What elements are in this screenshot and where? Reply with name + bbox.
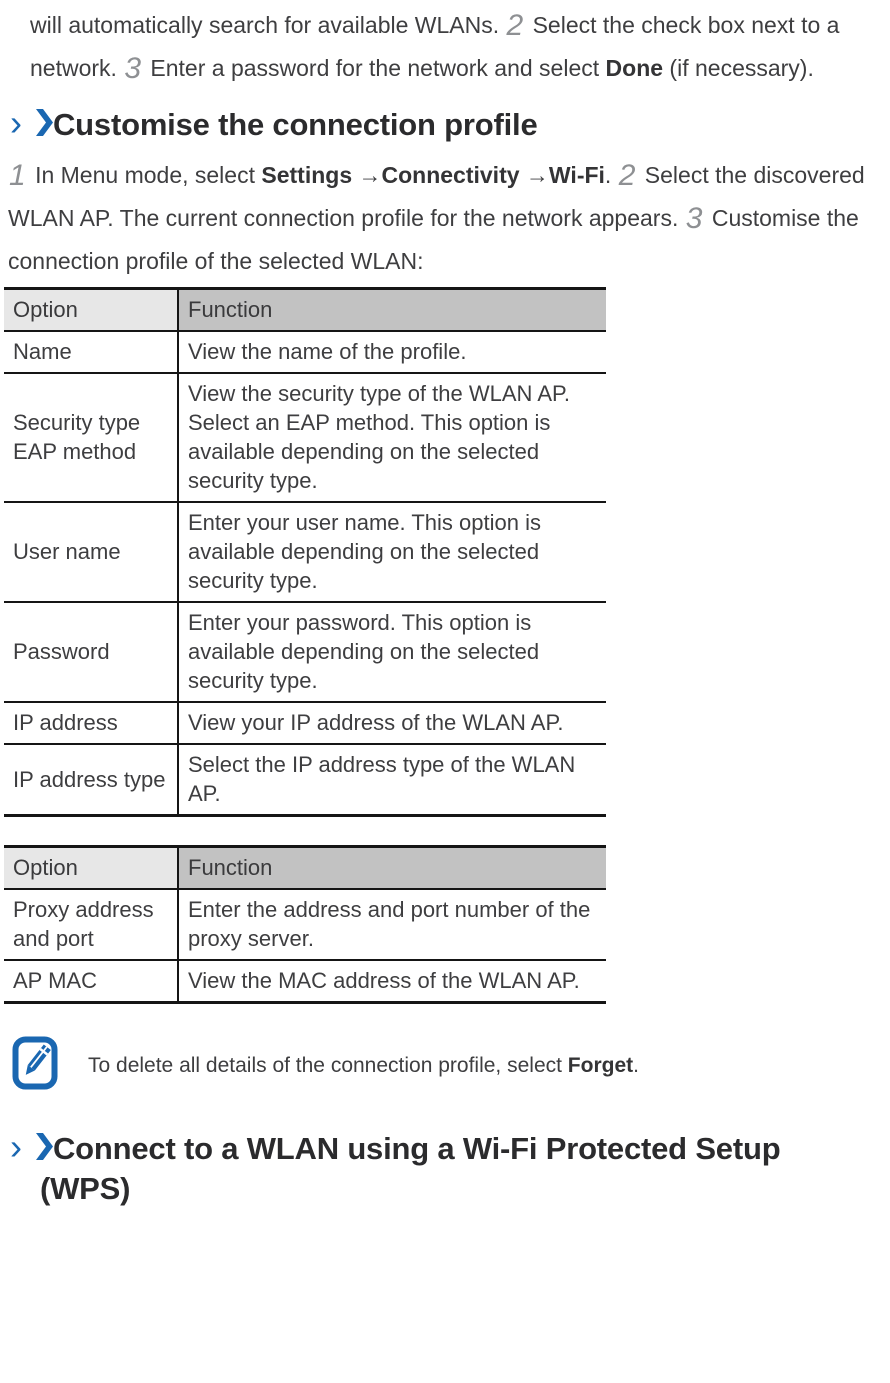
option-cell: IP address: [13, 710, 118, 735]
function-cell: View the MAC address of the WLAN AP.: [177, 960, 606, 1003]
note-text: To delete all details of the connection …: [88, 1054, 639, 1077]
table-row: Password Enter your password. This option…: [4, 602, 606, 702]
pencil-note-icon: [12, 1036, 58, 1090]
column-header: Option: [4, 846, 178, 889]
bold-text: Done: [605, 55, 664, 81]
chevron-solid-icon: [36, 1133, 53, 1165]
table-row: User name Enter your user name. This opti…: [4, 502, 606, 602]
option-cell: Name: [13, 339, 72, 364]
column-header: Function: [177, 846, 606, 889]
function-cell: View the name of the profile.: [177, 331, 606, 373]
paragraph-customise-steps: 1 In Menu mode, select Settings →Connect…: [8, 159, 865, 275]
chevron-solid-icon: [36, 109, 53, 141]
column-header: Function: [177, 288, 606, 331]
table-row: IP address type Select the IP address typ…: [4, 744, 606, 816]
function-cell: View your IP address of the WLAN AP.: [177, 702, 606, 744]
step-number: 2: [506, 9, 524, 42]
step-number: 3: [124, 52, 142, 85]
chevron-outline-icon: ›: [10, 102, 22, 143]
table-row: Proxy address and port Enter the address …: [4, 889, 606, 960]
section-heading-wps-line2: (WPS): [40, 1171, 131, 1206]
table-row: AP MAC View the MAC address of the WLAN A…: [4, 960, 606, 1003]
option-cell: IP address type: [13, 766, 166, 792]
function-cell: Select the IP address type of the WLAN A…: [177, 744, 606, 816]
function-cell: Enter your password. This option is avai…: [177, 602, 606, 702]
bold-text: Forget: [567, 1054, 634, 1077]
function-cell: Enter your user name. This option is ava…: [177, 502, 606, 602]
bold-text: Wi-Fi: [548, 162, 605, 188]
table-row: IP address View your IP address of the WL…: [4, 702, 606, 744]
bold-text: Settings: [261, 162, 353, 188]
table-row: Name View the name of the profile.: [4, 331, 606, 373]
chevron-outline-icon: ›: [10, 1126, 22, 1167]
section-heading-wps: › Connect to a WLAN using a Wi-Fi Protec…: [8, 1126, 890, 1168]
option-cell: Security type EAP method: [13, 410, 141, 464]
function-cell: View the security type of the WLAN AP. S…: [177, 373, 606, 502]
section-heading-text: Customise the connection profile: [53, 107, 538, 142]
option-cell: Password: [13, 639, 110, 664]
option-cell: Proxy address and port: [13, 897, 154, 951]
table-row: Security type EAP method View the securit…: [4, 373, 606, 502]
step-number: 1: [9, 159, 26, 192]
option-cell: AP MAC: [13, 968, 97, 993]
section-heading-customise: › Customise the connection profile: [8, 102, 890, 144]
section-heading-text: Connect to a WLAN using a Wi-Fi Protecte…: [53, 1131, 781, 1166]
step-number: 3: [685, 202, 703, 235]
function-cell: Enter the address and port number of the…: [177, 889, 606, 960]
note-block: To delete all details of the connection …: [12, 1036, 890, 1090]
option-cell: User name: [13, 539, 121, 564]
column-header: Option: [4, 288, 178, 331]
bold-text: Connectivity: [381, 162, 520, 188]
paragraph-wlan-search: will automatically search for available …: [30, 9, 840, 85]
manual-page: will automatically search for available …: [0, 4, 890, 1383]
step-number: 2: [618, 159, 636, 192]
